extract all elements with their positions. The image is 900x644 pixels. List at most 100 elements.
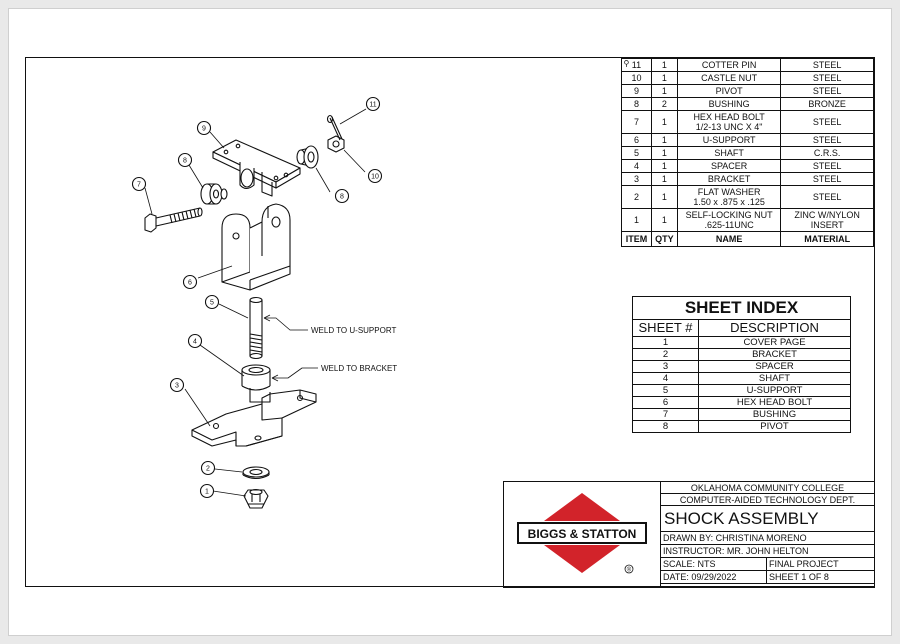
bom-item-line: 5: [633, 148, 639, 158]
sheet-index-sheet: 7: [632, 408, 699, 421]
bushing-right: [296, 145, 319, 169]
bom-material-line: STEEL: [812, 135, 842, 145]
bom-name: SHAFT: [676, 146, 782, 160]
bom-header-name: NAME: [676, 231, 782, 247]
bom-name: BUSHING: [676, 97, 782, 111]
sheet-index-sheet: 1: [632, 336, 699, 349]
bom-qty-line: 1: [661, 135, 667, 145]
logo-cell: BIGGS & STATTON ®: [503, 481, 661, 588]
bom-name-line: SPACER: [710, 161, 748, 171]
scale: SCALE: NTS: [660, 557, 767, 571]
bom-item: 3: [621, 172, 652, 186]
bom-item: 5: [621, 146, 652, 160]
bom-material: STEEL: [780, 172, 874, 186]
drawing-title: SHOCK ASSEMBLY: [660, 505, 875, 532]
pivot-part: [212, 139, 301, 197]
bracket: [191, 388, 317, 447]
sheet-index-description: U-SUPPORT: [698, 384, 851, 397]
sheet-index-sheet: 2: [632, 348, 699, 361]
bom-item: 6: [621, 133, 652, 147]
bom-qty: 2: [650, 97, 678, 111]
bom-material-line-2: INSERT: [810, 220, 844, 230]
date: DATE: 09/29/2022: [660, 570, 767, 584]
sheet-index-description: COVER PAGE: [698, 336, 851, 349]
bom-qty: 1: [650, 208, 678, 232]
u-support: [221, 203, 291, 291]
sheet-index-title: SHEET INDEX: [632, 296, 851, 320]
bom-material: STEEL: [780, 133, 874, 147]
sheet-index-description: SHAFT: [698, 372, 851, 385]
sheet-index-sheet: 6: [632, 396, 699, 409]
bom-qty-line: 2: [661, 99, 667, 109]
department-name: COMPUTER-AIDED TECHNOLOGY DEPT.: [660, 493, 875, 506]
bom-qty-line: 1: [661, 60, 667, 70]
logo-text: BIGGS & STATTON: [528, 527, 637, 541]
bom-name-line-2: .625-11UNC: [704, 220, 754, 230]
callout-2: 2: [206, 466, 210, 473]
weld-to-u-support-note: WELD TO U-SUPPORT: [311, 326, 396, 335]
callout-4: 4: [193, 339, 197, 346]
title-block: BIGGS & STATTON ® OKLAHOMA COMMUNITY COL…: [503, 481, 875, 588]
bom-name-line: U-SUPPORT: [702, 135, 756, 145]
bom-header-material: MATERIAL: [780, 231, 874, 247]
bom-item-line: 8: [633, 99, 639, 109]
bom-name: SELF-LOCKING NUT.625-11UNC: [676, 208, 782, 232]
bom-qty: 1: [650, 110, 678, 134]
shaft: [249, 296, 263, 360]
bom-name: U-SUPPORT: [676, 133, 782, 147]
bom-name-line: SHAFT: [714, 148, 744, 158]
bom-name-line: SELF-LOCKING NUT: [685, 210, 773, 220]
bom-name-line: COTTER PIN: [701, 60, 757, 70]
bom-qty-line: 1: [661, 86, 667, 96]
bom-item: 8: [621, 97, 652, 111]
bom-name: PIVOT: [676, 84, 782, 98]
bom-material-line: ZINC W/NYLON: [794, 210, 860, 220]
sheet-index-sheet: 5: [632, 384, 699, 397]
bom-header-item: ITEM: [621, 231, 652, 247]
bom-material: STEEL: [780, 58, 874, 72]
bom-name-line-2: 1/2-13 UNC X 4": [695, 122, 763, 132]
bom-name: ⚲ COTTER PIN: [624, 58, 782, 72]
bom-item-line: 3: [633, 174, 639, 184]
biggs-statton-logo: BIGGS & STATTON ®: [516, 489, 648, 581]
bom-item-line: 4: [633, 161, 639, 171]
sheet-index-header-sheet: SHEET #: [632, 319, 699, 337]
bom-name: BRACKET: [676, 172, 782, 186]
bom-item: 10: [621, 71, 652, 85]
bom-qty-line: 1: [661, 192, 667, 202]
sheet-index-description: SPACER: [698, 360, 851, 373]
bom-name-line: HEX HEAD BOLT: [693, 112, 765, 122]
bom-material-line: STEEL: [812, 73, 842, 83]
bom-qty-line: 1: [661, 148, 667, 158]
bom-name-line: BUSHING: [708, 99, 750, 109]
bom-material-line: STEEL: [812, 161, 842, 171]
bom-row: 8 2 BUSHING BRONZE: [621, 97, 874, 111]
bom-material-line: STEEL: [812, 60, 842, 70]
bom-qty: 1: [650, 146, 678, 160]
cotter-pin-symbol-icon: ⚲: [623, 58, 630, 68]
bom-item-line: 10: [631, 73, 642, 83]
school-name: OKLAHOMA COMMUNITY COLLEGE: [660, 481, 875, 494]
bom-material-line: BRONZE: [808, 99, 846, 109]
bom-item: 9: [621, 84, 652, 98]
bom-item-line: 7: [633, 117, 639, 127]
bom-item-line: 9: [633, 86, 639, 96]
bom-qty: 1: [650, 159, 678, 173]
sheet-number: SHEET 1 OF 8: [766, 570, 875, 584]
bom-material: STEEL: [780, 110, 874, 134]
sheet-index-description: BUSHING: [698, 408, 851, 421]
bom-name-line: CASTLE NUT: [701, 73, 758, 83]
bom-item-line: 1: [633, 215, 639, 225]
